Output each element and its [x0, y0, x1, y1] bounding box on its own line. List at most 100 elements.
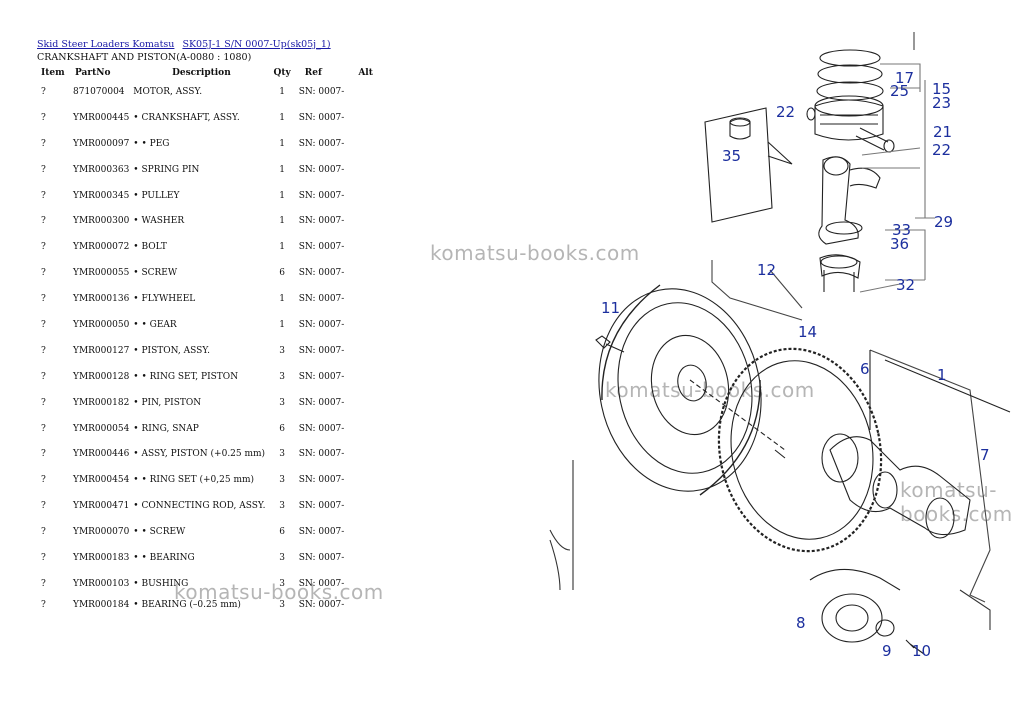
cell-partno: YMR000054 — [73, 423, 130, 434]
callout-33: 33 — [892, 221, 911, 239]
piston — [814, 99, 884, 141]
cell-qty: 3 — [279, 475, 285, 486]
cell-ref: SN: 0007- — [298, 527, 345, 538]
cell-alt — [348, 183, 377, 209]
cell-item: ? — [41, 527, 46, 538]
cell-item: ? — [41, 112, 46, 123]
flywheel — [598, 288, 762, 492]
cell-description: • ASSY, PISTON (+0.25 mm) — [133, 449, 266, 460]
cell-qty: 1 — [279, 294, 285, 305]
ring-gear — [717, 347, 883, 553]
cell-item: ? — [41, 371, 46, 382]
cell-description: • • BEARING — [133, 552, 195, 563]
cell-alt — [348, 545, 377, 571]
callout-15: 15 — [932, 80, 951, 98]
rod-cap — [819, 254, 861, 279]
cell-partno: YMR000136 — [73, 294, 130, 305]
cell-description: • SCREW — [133, 268, 178, 279]
cell-ref: SN: 0007- — [298, 345, 345, 356]
cell-alt — [348, 234, 377, 260]
callout-22: 22 — [932, 141, 951, 159]
cell-description: • FLYWHEEL — [133, 294, 196, 305]
cell-partno: YMR000446 — [73, 449, 130, 460]
breadcrumb-link-model[interactable]: SK05J-1 S/N 0007-Up(sk05j_1) — [182, 39, 331, 50]
cell-ref: SN: 0007- — [298, 371, 345, 382]
cell-qty: 3 — [279, 599, 285, 610]
cell-ref: SN: 0007- — [298, 216, 345, 227]
cell-item: ? — [41, 319, 46, 330]
piston-ring — [819, 49, 881, 67]
cell-ref: SN: 0007- — [298, 552, 345, 563]
breadcrumb-link-catalog[interactable]: Skid Steer Loaders Komatsu — [37, 39, 175, 50]
cell-description: • • GEAR — [133, 319, 177, 330]
cell-description: • PIN, PISTON — [133, 397, 202, 408]
cell-ref: SN: 0007- — [298, 242, 345, 253]
cell-item: ? — [41, 268, 46, 279]
cell-partno: YMR000184 — [73, 599, 130, 610]
cell-partno: YMR000182 — [73, 397, 130, 408]
cell-alt — [348, 312, 377, 338]
cell-ref: SN: 0007- — [298, 397, 345, 408]
cell-alt — [348, 597, 377, 613]
callout-10: 10 — [912, 642, 931, 660]
callout-8: 8 — [796, 614, 806, 632]
cell-ref: SN: 0007- — [298, 112, 345, 123]
cell-item: ? — [41, 190, 46, 201]
parts-header-row: Item PartNo Description Qty Ref Alt — [37, 66, 377, 79]
col-ref: Ref — [304, 67, 322, 78]
pulley-bolt — [905, 639, 925, 655]
cell-ref: SN: 0007- — [298, 599, 345, 610]
cell-alt — [348, 441, 377, 467]
cell-alt — [348, 105, 377, 131]
cell-qty: 3 — [279, 371, 285, 382]
cell-item: ? — [41, 599, 46, 610]
cell-item: ? — [41, 578, 46, 589]
cell-qty: 3 — [279, 397, 285, 408]
cell-alt — [348, 338, 377, 364]
cell-item: ? — [41, 138, 46, 149]
cell-item: ? — [41, 345, 46, 356]
piston-ring — [816, 81, 884, 101]
cell-qty: 1 — [279, 190, 285, 201]
cell-item: ? — [41, 423, 46, 434]
cell-qty: 3 — [279, 501, 285, 512]
cell-description: • WASHER — [133, 216, 185, 227]
callout-36: 36 — [890, 235, 909, 253]
cell-description: • CRANKSHAFT, ASSY. — [133, 112, 240, 123]
cell-ref: SN: 0007- — [298, 475, 345, 486]
cell-item: ? — [41, 449, 46, 460]
cell-partno: YMR000300 — [73, 216, 130, 227]
cell-qty: 1 — [279, 164, 285, 175]
cell-qty: 1 — [279, 138, 285, 149]
callout-11: 11 — [601, 299, 620, 317]
breadcrumb: Skid Steer Loaders Komatsu SK05J-1 S/N 0… — [37, 39, 336, 50]
crank-dowel — [774, 449, 786, 459]
cell-partno: YMR000345 — [73, 190, 130, 201]
callout-32: 32 — [896, 276, 915, 294]
cell-qty: 1 — [279, 242, 285, 253]
callout-21: 21 — [933, 123, 952, 141]
crankshaft — [829, 436, 971, 536]
cell-item: ? — [41, 475, 46, 486]
callout-29: 29 — [934, 213, 953, 231]
cell-item: ? — [41, 86, 46, 97]
cell-ref: SN: 0007- — [298, 423, 345, 434]
cell-partno: YMR000050 — [73, 319, 130, 330]
cell-description: MOTOR, ASSY. — [133, 86, 203, 97]
cell-partno: 871070004 — [73, 86, 125, 97]
cell-ref: SN: 0007- — [298, 268, 345, 279]
col-partno: PartNo — [75, 67, 111, 78]
cell-ref: SN: 0007- — [298, 578, 345, 589]
cell-item: ? — [41, 164, 46, 175]
parts-table: Item PartNo Description Qty Ref Alt ? 871… — [37, 66, 377, 613]
cell-qty: 3 — [279, 552, 285, 563]
cell-description: • RING, SNAP — [133, 423, 199, 434]
